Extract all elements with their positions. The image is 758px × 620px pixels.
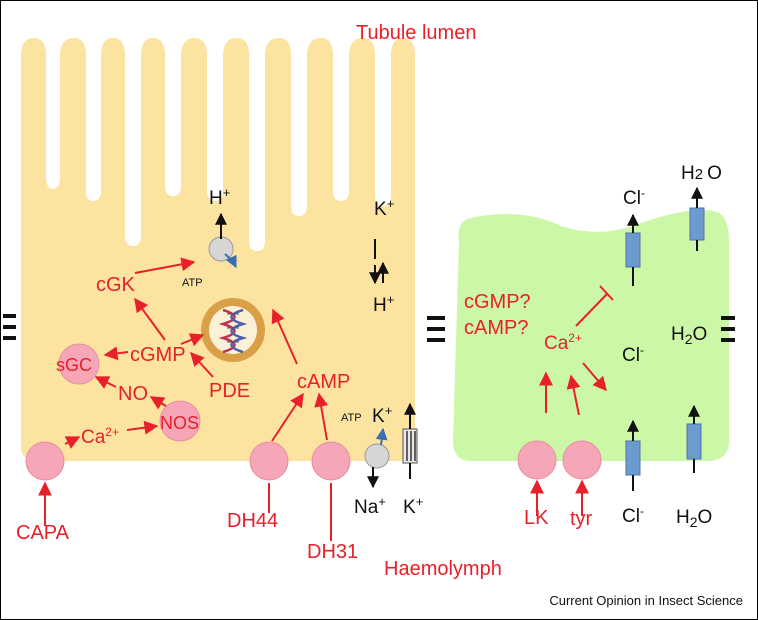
stellate-cell	[453, 209, 729, 461]
junction-left-icon	[3, 314, 16, 340]
cl-top-label: Cl-	[623, 186, 645, 209]
cgmp-question-label: cGMP?	[464, 291, 531, 313]
dh31-label: DH31	[307, 541, 358, 563]
na-k-atpase-pump-icon	[364, 427, 390, 489]
tyr-label: tyr	[570, 508, 593, 530]
cgk-label: cGK	[96, 274, 136, 296]
na-plus-label: Na+	[354, 494, 386, 518]
k-plus-channel: K+	[403, 494, 423, 518]
h-plus-middle: H+	[373, 292, 394, 316]
h2o-middle-label: H2O	[671, 324, 707, 347]
atp-label-bottom: ATP	[341, 412, 362, 424]
k-h-exchanger-icon	[369, 239, 389, 285]
capa-receptor	[25, 441, 65, 481]
lk-receptor	[517, 440, 557, 480]
v-atpase-pump-icon	[208, 212, 237, 269]
dh44-receptor	[249, 441, 289, 481]
signaling-arrows-stellate	[530, 285, 614, 516]
capa-label: CAPA	[16, 522, 70, 544]
sgc-circle	[58, 343, 100, 385]
nos-circle	[159, 400, 201, 442]
junction-middle-icon	[427, 316, 445, 342]
camp-label: cAMP	[297, 371, 350, 393]
h-plus-top: H+	[209, 185, 230, 209]
journal-footer: Current Opinion in Insect Science	[549, 593, 743, 608]
potassium-channel-icon	[402, 402, 418, 479]
k-plus-top: K+	[374, 196, 394, 220]
signaling-arrows-principal	[38, 257, 332, 541]
haemolymph-label: Haemolymph	[384, 558, 502, 580]
junction-right-icon	[721, 316, 735, 342]
camp-question-label: cAMP?	[464, 317, 528, 339]
cl-bottom-label: Cl-	[622, 504, 644, 527]
dh44-label: DH44	[227, 510, 278, 532]
tyr-receptor	[562, 440, 602, 480]
nos-label: NOS	[160, 413, 199, 433]
ca-label-principal: Ca2+	[81, 425, 119, 448]
sgc-label: sGC	[56, 355, 92, 375]
h2o-bottom-label: H2O	[676, 507, 712, 530]
tubule-lumen-label: Tubule lumen	[356, 22, 476, 44]
aquaporin-icon	[686, 186, 705, 473]
cl-middle-label: Cl-	[622, 343, 644, 366]
atp-label-top: ATP	[182, 277, 203, 289]
cgmp-label: cGMP	[130, 344, 186, 366]
chloride-channel-icon	[625, 213, 641, 491]
k-plus-pump: K+	[372, 403, 392, 427]
dh31-receptor	[311, 441, 351, 481]
ca-label-stellate: Ca2+	[544, 331, 582, 354]
no-label: NO	[118, 383, 148, 405]
lk-label: LK	[524, 507, 549, 529]
pde-label: PDE	[209, 380, 250, 402]
dna-icon	[201, 298, 265, 362]
